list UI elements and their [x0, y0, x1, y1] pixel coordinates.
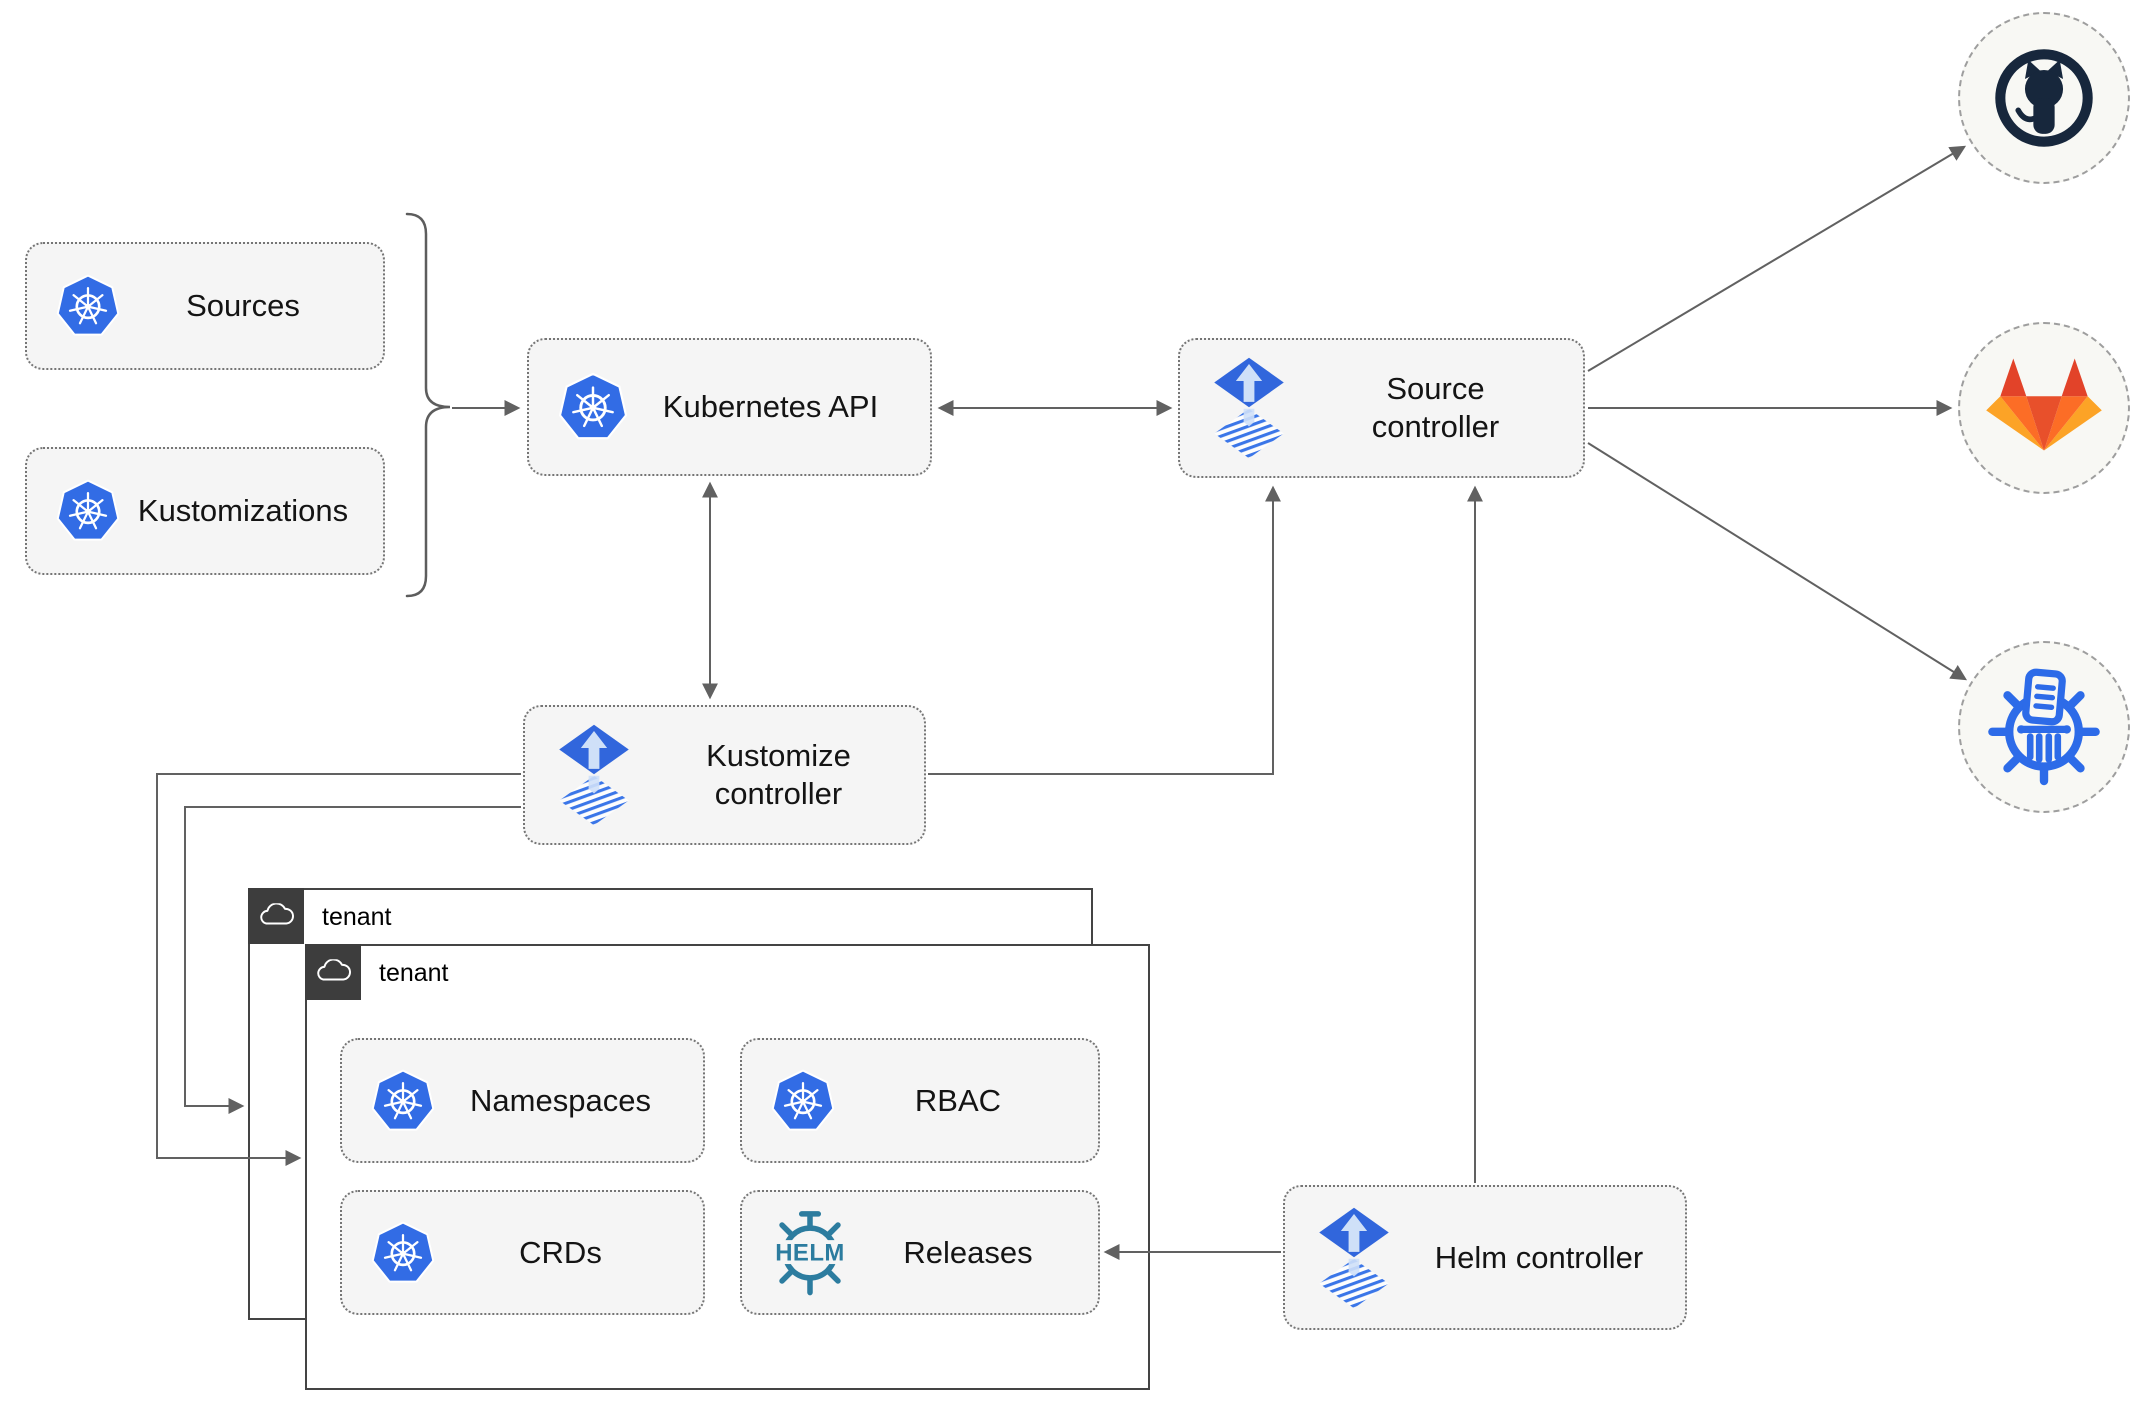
kubernetes-icon [55, 273, 121, 339]
tenant-tab [248, 888, 304, 944]
gitlab-icon [1986, 358, 2102, 451]
tenant-box-front: tenant [305, 944, 1150, 1390]
helm-logo-text: HELM [775, 1239, 845, 1266]
kustomize-external [1958, 641, 2130, 813]
edge-kustomize-to-source [928, 485, 1281, 775]
source-controller-label: Source controller [1371, 371, 1500, 444]
crds-label: CRDs [519, 1234, 602, 1270]
kubernetes-icon [370, 1068, 436, 1134]
namespaces-node: Namespaces [340, 1038, 705, 1163]
tenant-label: tenant [322, 903, 392, 931]
kustomize-wheel-icon [1988, 668, 2100, 786]
rbac-label: RBAC [914, 1082, 1002, 1118]
kustomizations-label: Kustomizations [137, 493, 349, 529]
edge-source-to-github [1587, 145, 1967, 372]
kubernetes-icon [770, 1068, 836, 1134]
cloud-icon [258, 903, 294, 929]
github-icon [1995, 49, 2093, 147]
kubernetes-api-node: Kubernetes API [527, 338, 932, 476]
source-controller-node: Source controller [1178, 338, 1585, 478]
releases-label: Releases [903, 1234, 1033, 1270]
crds-node: CRDs [340, 1190, 705, 1315]
cloud-icon [315, 959, 351, 985]
helm-icon: HELM [775, 1210, 845, 1295]
sources-node: Sources [25, 242, 385, 370]
helm-controller-label: Helm controller [1434, 1239, 1644, 1275]
flux-icon [555, 724, 633, 826]
kustomize-controller-node: Kustomize controller [523, 705, 926, 845]
releases-node: HELM Releases [740, 1190, 1100, 1315]
tenant-label: tenant [379, 959, 449, 987]
kustomizations-node: Kustomizations [25, 447, 385, 575]
tenant-tab [305, 944, 361, 1000]
kubernetes-icon [55, 478, 121, 544]
kubernetes-api-label: Kubernetes API [662, 389, 879, 425]
gitlab-external [1958, 322, 2130, 494]
flux-icon [1210, 357, 1288, 459]
kubernetes-icon [370, 1220, 436, 1286]
sources-label: Sources [186, 288, 300, 324]
kustomize-controller-label: Kustomize controller [706, 738, 851, 811]
edge-source-to-kustomize [1587, 442, 1968, 681]
kubernetes-icon [557, 371, 629, 443]
group-brace [405, 212, 451, 598]
github-external [1958, 12, 2130, 184]
flux-icon [1315, 1207, 1393, 1309]
namespaces-label: Namespaces [470, 1082, 651, 1118]
rbac-node: RBAC [740, 1038, 1100, 1163]
helm-controller-node: Helm controller [1283, 1185, 1687, 1330]
